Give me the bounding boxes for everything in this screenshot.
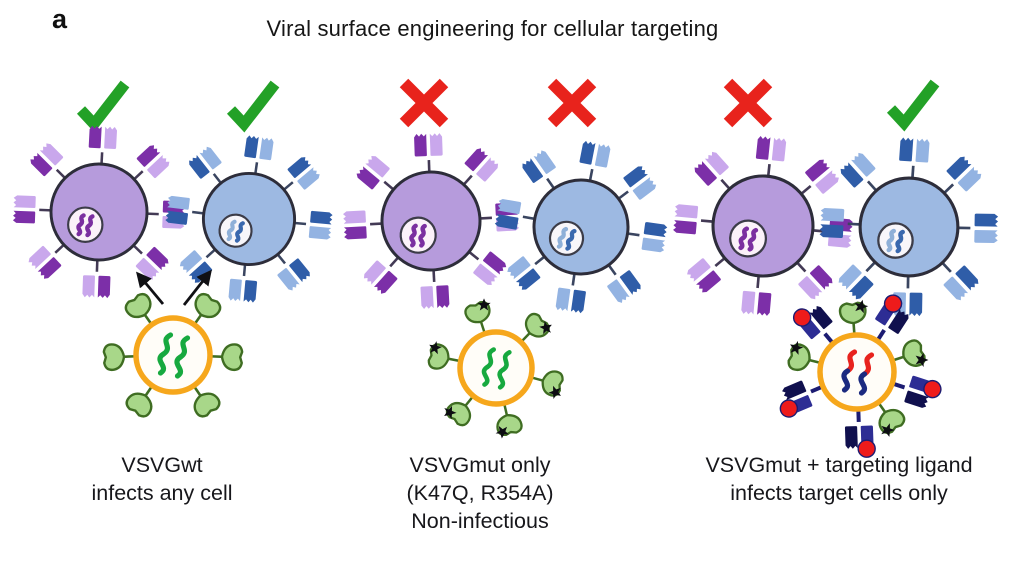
cross-icon bbox=[728, 83, 768, 123]
caption-panel-1: VSVGwt infects any cell bbox=[12, 451, 312, 507]
caption-line: infects any cell bbox=[91, 481, 233, 505]
check-icon bbox=[891, 83, 935, 123]
cross-icon bbox=[552, 83, 592, 123]
check-icon bbox=[231, 84, 275, 124]
blue-cell bbox=[485, 131, 677, 323]
caption-line: Non-infectious bbox=[411, 509, 549, 533]
caption-line: (K47Q, R354A) bbox=[406, 481, 554, 505]
vsvgmut-ligand-virus bbox=[773, 292, 943, 458]
caption-panel-3: VSVGmut + targeting ligand infects targe… bbox=[661, 451, 1017, 507]
caption-line: infects target cells only bbox=[730, 481, 948, 505]
infection-arrow bbox=[182, 269, 212, 306]
infection-arrow bbox=[136, 271, 165, 305]
blue-cell bbox=[160, 130, 338, 308]
infection-arrows bbox=[136, 269, 212, 306]
figure-title: Viral surface engineering for cellular t… bbox=[266, 16, 719, 41]
cross-icon bbox=[404, 83, 444, 123]
check-icon bbox=[81, 84, 125, 124]
caption-line: VSVGmut only bbox=[409, 453, 551, 477]
purple-cell bbox=[13, 126, 185, 299]
caption-panel-2: VSVGmut only (K47Q, R354A) Non-infectiou… bbox=[330, 451, 630, 535]
vsvgwt-virus bbox=[104, 291, 243, 419]
caption-line: VSVGwt bbox=[121, 453, 203, 477]
panel-label: a bbox=[52, 4, 68, 34]
vsvgmut-virus bbox=[423, 294, 569, 441]
caption-line: VSVGmut + targeting ligand bbox=[705, 453, 973, 477]
